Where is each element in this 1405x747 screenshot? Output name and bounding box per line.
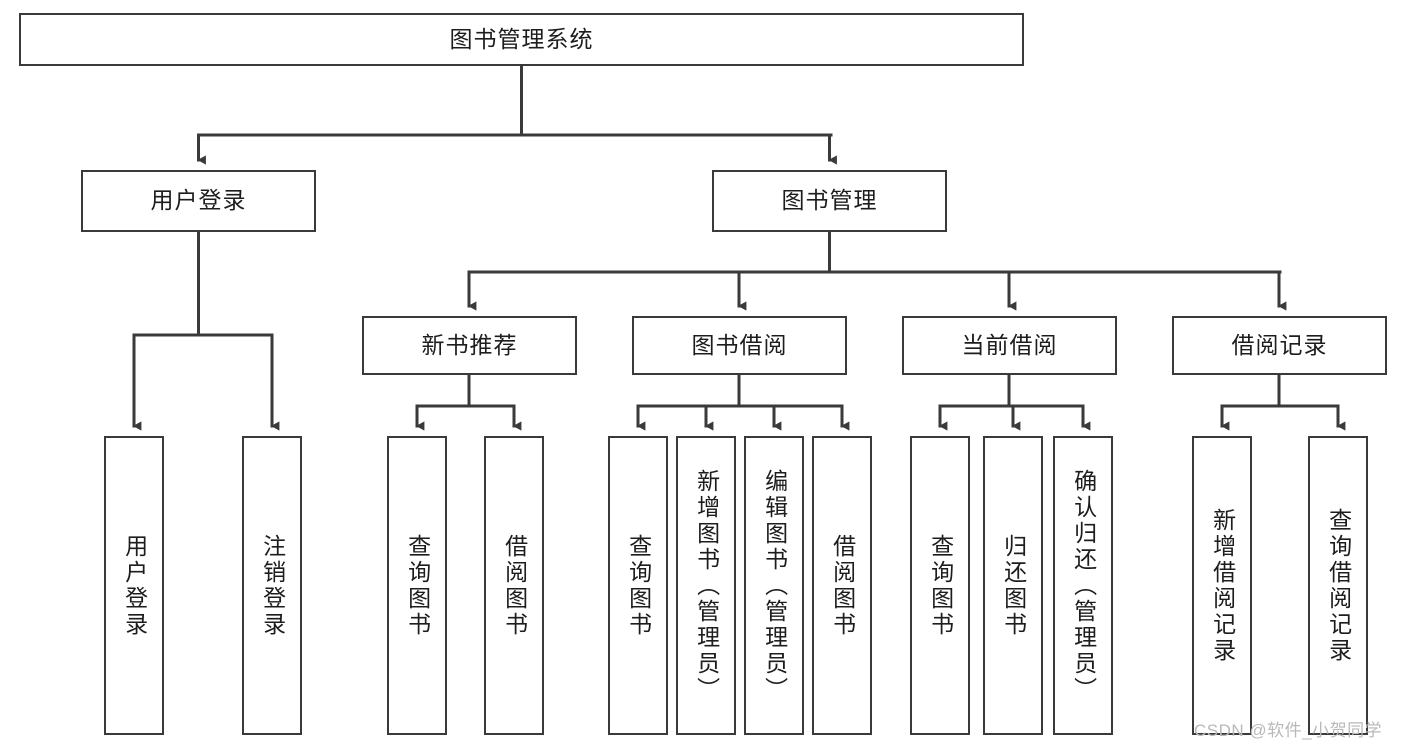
node-label: 图书借阅	[691, 331, 788, 358]
node-book-borrowing[interactable]: 图书借阅	[632, 316, 847, 375]
node-label: 图书管理系统	[449, 25, 594, 52]
node-label: 新增借阅记录	[1209, 507, 1236, 664]
node-label: 查询图书	[625, 533, 652, 638]
node-leaf-borrow-book-recommendation[interactable]: 借阅图书	[484, 436, 544, 735]
node-label: 编辑图书（管理员）	[761, 468, 788, 703]
node-label: 借阅图书	[829, 533, 856, 638]
node-label: 借阅图书	[501, 533, 528, 638]
node-leaf-query-borrow-record[interactable]: 查询借阅记录	[1308, 436, 1368, 735]
node-label: 查询图书	[927, 533, 954, 638]
node-leaf-query-book-borrowing[interactable]: 查询图书	[608, 436, 668, 735]
node-book-management[interactable]: 图书管理	[712, 170, 947, 232]
node-label: 注销登录	[259, 533, 286, 638]
node-user-login[interactable]: 用户登录	[81, 170, 316, 232]
node-leaf-query-book-current[interactable]: 查询图书	[910, 436, 970, 735]
node-label: 用户登录	[150, 187, 247, 214]
watermark: CSDN @软件_小贺同学	[1194, 721, 1383, 740]
node-leaf-logout[interactable]: 注销登录	[242, 436, 302, 735]
node-label: 查询图书	[404, 533, 431, 638]
node-label: 归还图书	[1000, 533, 1027, 638]
node-label: 查询借阅记录	[1325, 507, 1352, 664]
node-label: 用户登录	[121, 533, 148, 638]
node-label: 图书管理	[781, 187, 878, 214]
node-leaf-add-book-admin[interactable]: 新增图书（管理员）	[676, 436, 736, 735]
node-leaf-query-book-recommendation[interactable]: 查询图书	[387, 436, 447, 735]
node-label: 新增图书（管理员）	[693, 468, 720, 703]
node-root-book-management-system[interactable]: 图书管理系统	[19, 13, 1024, 66]
node-current-borrowing[interactable]: 当前借阅	[902, 316, 1117, 375]
node-leaf-add-borrow-record[interactable]: 新增借阅记录	[1192, 436, 1252, 735]
node-leaf-return-book[interactable]: 归还图书	[983, 436, 1043, 735]
node-label: 借阅记录	[1231, 331, 1328, 358]
node-label: 当前借阅	[961, 331, 1058, 358]
node-label: 确认归还（管理员）	[1070, 468, 1097, 703]
node-leaf-edit-book-admin[interactable]: 编辑图书（管理员）	[744, 436, 804, 735]
node-leaf-borrow-book-borrowing[interactable]: 借阅图书	[812, 436, 872, 735]
node-new-book-recommendation[interactable]: 新书推荐	[362, 316, 577, 375]
node-borrowing-record[interactable]: 借阅记录	[1172, 316, 1387, 375]
node-label: 新书推荐	[421, 331, 518, 358]
node-leaf-user-login[interactable]: 用户登录	[104, 436, 164, 735]
node-leaf-confirm-return-admin[interactable]: 确认归还（管理员）	[1053, 436, 1113, 735]
